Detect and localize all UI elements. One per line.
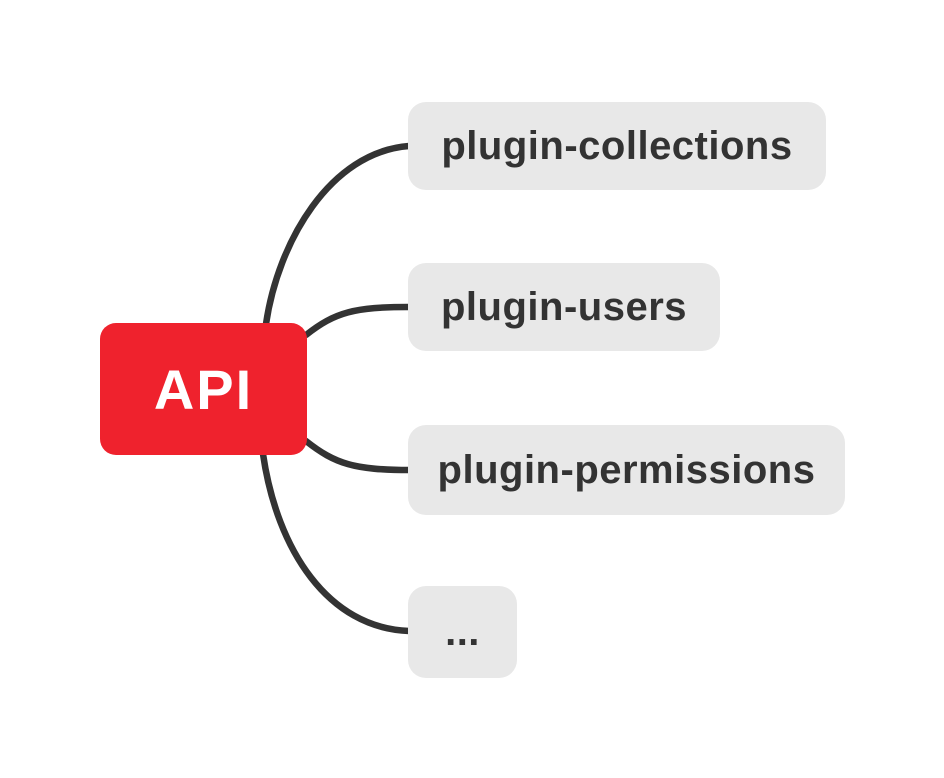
child-node-plugin-collections[interactable]: plugin-collections	[408, 102, 826, 190]
child-node-label: plugin-permissions	[437, 447, 816, 492]
connector-root-to-plugin-collections	[262, 142, 413, 328]
child-node-label: plugin-users	[440, 284, 688, 329]
child-node-plugin-users[interactable]: plugin-users	[408, 263, 720, 351]
child-node-label: plugin-collections	[441, 123, 793, 168]
child-node-plugin-permissions[interactable]: plugin-permissions	[408, 425, 845, 515]
connector-root-to-plugin-permissions	[302, 437, 413, 474]
child-node-label: ...	[445, 609, 480, 654]
connector-root-to-plugin-users	[302, 303, 413, 339]
root-node-label: API	[153, 357, 254, 421]
root-node-api[interactable]: API	[100, 323, 307, 455]
child-node-ellipsis[interactable]: ...	[408, 586, 517, 678]
connector-root-to-ellipsis	[259, 450, 413, 635]
